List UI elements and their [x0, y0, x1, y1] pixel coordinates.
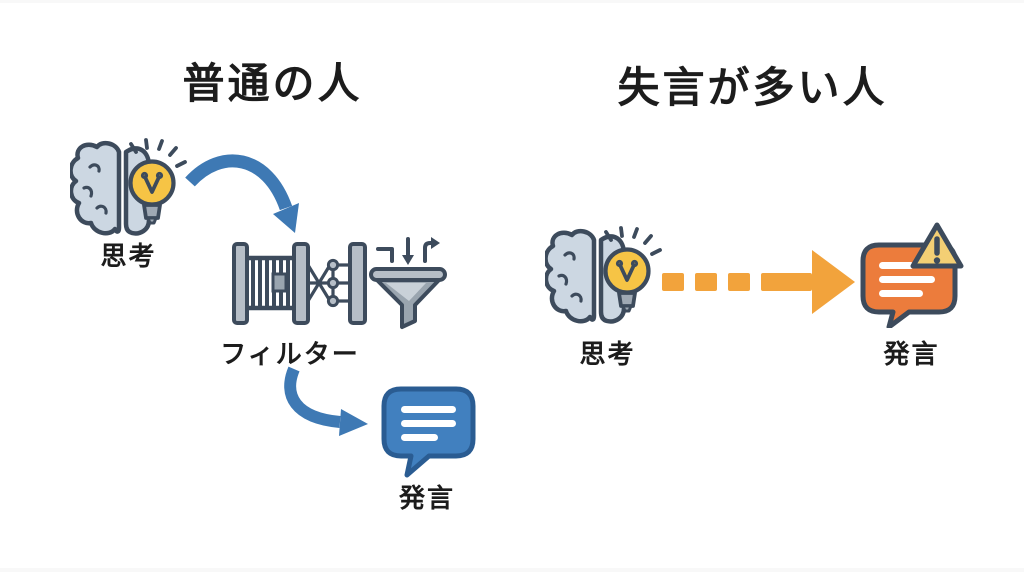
- left-speech-label: 発言: [398, 483, 455, 513]
- right-panel-title: 失言が多い人: [617, 64, 888, 111]
- brain-idea-icon: [70, 138, 195, 243]
- dashed-arrow-icon: [662, 250, 855, 314]
- right-speech-label: 発言: [883, 339, 940, 369]
- brain-idea-icon: [545, 226, 670, 331]
- curved-arrow-filter-to-speech-icon: [284, 366, 368, 436]
- speech-bubble-warning-icon: [857, 220, 972, 328]
- funnel-icon: [369, 232, 447, 330]
- filter-label: フィルター: [220, 339, 360, 369]
- curved-arrow-thought-to-filter-icon: [185, 154, 299, 233]
- left-panel-title: 普通の人: [182, 60, 363, 107]
- speech-bubble-icon: [381, 386, 476, 478]
- top-edge-artifact: [0, 0, 1024, 3]
- filter-machine-icon: [232, 241, 367, 326]
- right-thought-label: 思考: [579, 339, 636, 369]
- left-thought-label: 思考: [100, 241, 157, 271]
- bottom-edge-artifact: [0, 568, 1024, 572]
